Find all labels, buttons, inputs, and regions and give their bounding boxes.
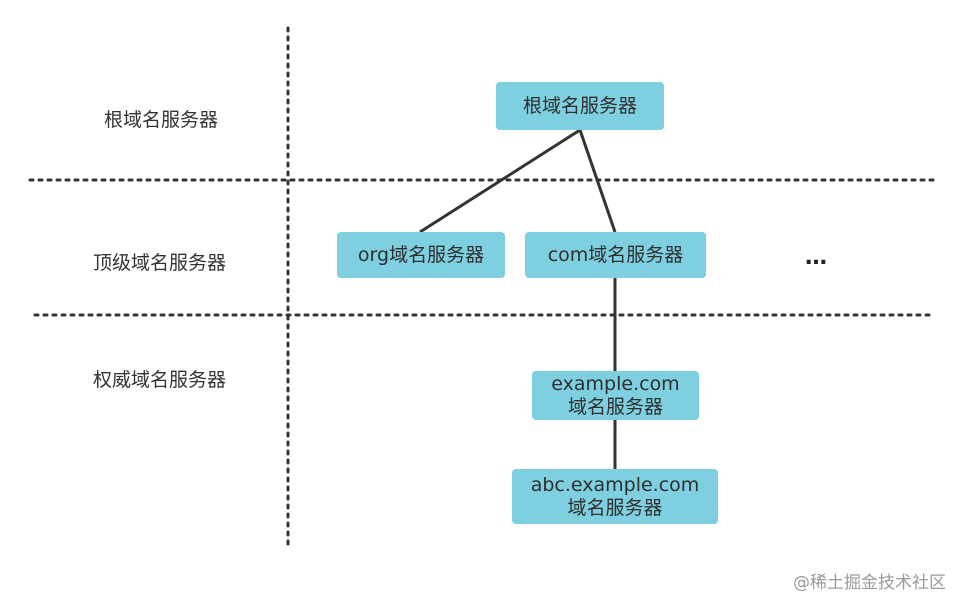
tier-label-root: 根域名服务器 (104, 109, 219, 131)
node-root-server-label: 根域名服务器 (522, 94, 637, 117)
watermark: @稀土掘金技术社区 (793, 573, 946, 593)
more-servers-ellipsis: … (805, 245, 828, 270)
node-example-server-line1: example.com (551, 372, 680, 395)
node-com-server-label: com域名服务器 (547, 243, 684, 266)
node-abc-server-line1: abc.example.com (530, 473, 700, 496)
node-example-server: example.com 域名服务器 (532, 371, 699, 420)
node-org-server: org域名服务器 (337, 232, 505, 278)
tier-label-tld: 顶级域名服务器 (93, 252, 227, 274)
node-com-server: com域名服务器 (525, 232, 706, 278)
edge-root-to-org (419, 128, 581, 234)
node-example-server-line2: 域名服务器 (567, 395, 663, 418)
node-abc-server-line2: 域名服务器 (567, 496, 663, 519)
tier-label-authoritative: 权威域名服务器 (93, 369, 227, 391)
edge-root-to-com (578, 129, 617, 233)
node-org-server-label: org域名服务器 (357, 243, 485, 266)
node-abc-server: abc.example.com 域名服务器 (512, 469, 718, 524)
node-root-server: 根域名服务器 (496, 82, 664, 130)
